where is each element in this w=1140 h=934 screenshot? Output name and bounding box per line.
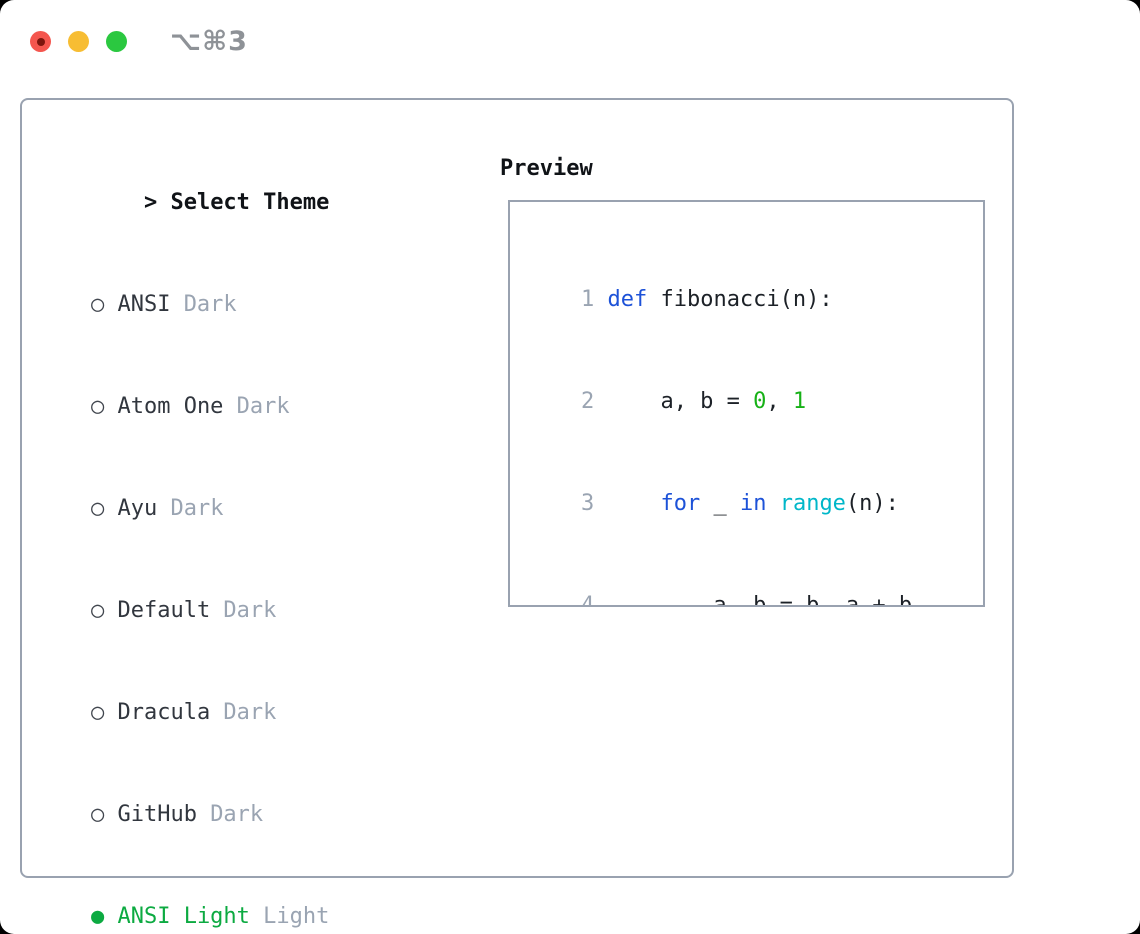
close-button[interactable] xyxy=(30,31,51,52)
list-item[interactable]: ● ANSI Light Light xyxy=(38,866,482,934)
line-number: 1 xyxy=(580,287,608,312)
minimize-button[interactable] xyxy=(68,31,89,52)
line-number: 2 xyxy=(580,389,608,414)
window-shortcut-label: ⌥⌘3 xyxy=(170,26,248,57)
list-item-variant: Light xyxy=(263,904,330,929)
list-item[interactable]: ○ Ayu Dark xyxy=(38,458,482,560)
select-theme-title: Select Theme xyxy=(170,190,330,215)
list-item-variant: Dark xyxy=(223,700,277,725)
radio-marker-icon: ○ xyxy=(90,598,118,623)
radio-marker-icon: ● xyxy=(90,904,118,929)
line-number: 3 xyxy=(580,491,608,516)
prompt-caret-icon: > xyxy=(143,190,158,215)
radio-marker-icon: ○ xyxy=(90,700,118,725)
list-item-variant: Dark xyxy=(183,292,237,317)
line-content: for _ in range(n): xyxy=(660,491,899,516)
radio-marker-icon: ○ xyxy=(90,292,118,317)
select-theme-header: > Select Theme xyxy=(38,152,482,254)
list-item-variant: Dark xyxy=(170,496,224,521)
list-item-label: Dracula xyxy=(117,700,211,725)
preview-pane: 1 def fibonacci(n): 2 a, b = 0, 1 3 for … xyxy=(508,200,985,607)
list-item[interactable]: ○ ANSI Dark xyxy=(38,254,482,356)
list-item-label: Atom One xyxy=(117,394,224,419)
list-item-label: Default xyxy=(117,598,211,623)
list-item-label: ANSI xyxy=(117,292,171,317)
radio-marker-icon: ○ xyxy=(90,802,118,827)
list-item-label: GitHub xyxy=(117,802,197,827)
list-item[interactable]: ○ Dracula Dark xyxy=(38,662,482,764)
list-item[interactable]: ○ GitHub Dark xyxy=(38,764,482,866)
list-item-label: ANSI Light xyxy=(117,904,250,929)
code-line: 2 a, b = 0, 1 xyxy=(528,351,983,453)
line-number: 4 xyxy=(580,593,608,607)
radio-marker-icon: ○ xyxy=(90,394,118,419)
code-line: 4 a, b = b, a + b xyxy=(528,555,983,607)
code-line: 1 def fibonacci(n): xyxy=(528,249,983,351)
list-item-variant: Dark xyxy=(236,394,290,419)
list-item[interactable]: ○ Default Dark xyxy=(38,560,482,662)
list-item-variant: Dark xyxy=(223,598,277,623)
radio-marker-icon: ○ xyxy=(90,496,118,521)
titlebar: ⌥⌘3 xyxy=(30,26,248,57)
line-content: def fibonacci(n): xyxy=(607,287,833,312)
preview-title: Preview xyxy=(500,156,593,181)
list-item-label: Ayu xyxy=(117,496,158,521)
list-item-variant: Dark xyxy=(210,802,264,827)
preview-code: 1 def fibonacci(n): 2 a, b = 0, 1 3 for … xyxy=(528,249,983,607)
line-content: a, b = b, a + b xyxy=(607,593,913,607)
code-line: 3 for _ in range(n): xyxy=(528,453,983,555)
line-content: a, b = 0, 1 xyxy=(607,389,807,414)
maximize-button[interactable] xyxy=(106,31,127,52)
list-item[interactable]: ○ Atom One Dark xyxy=(38,356,482,458)
